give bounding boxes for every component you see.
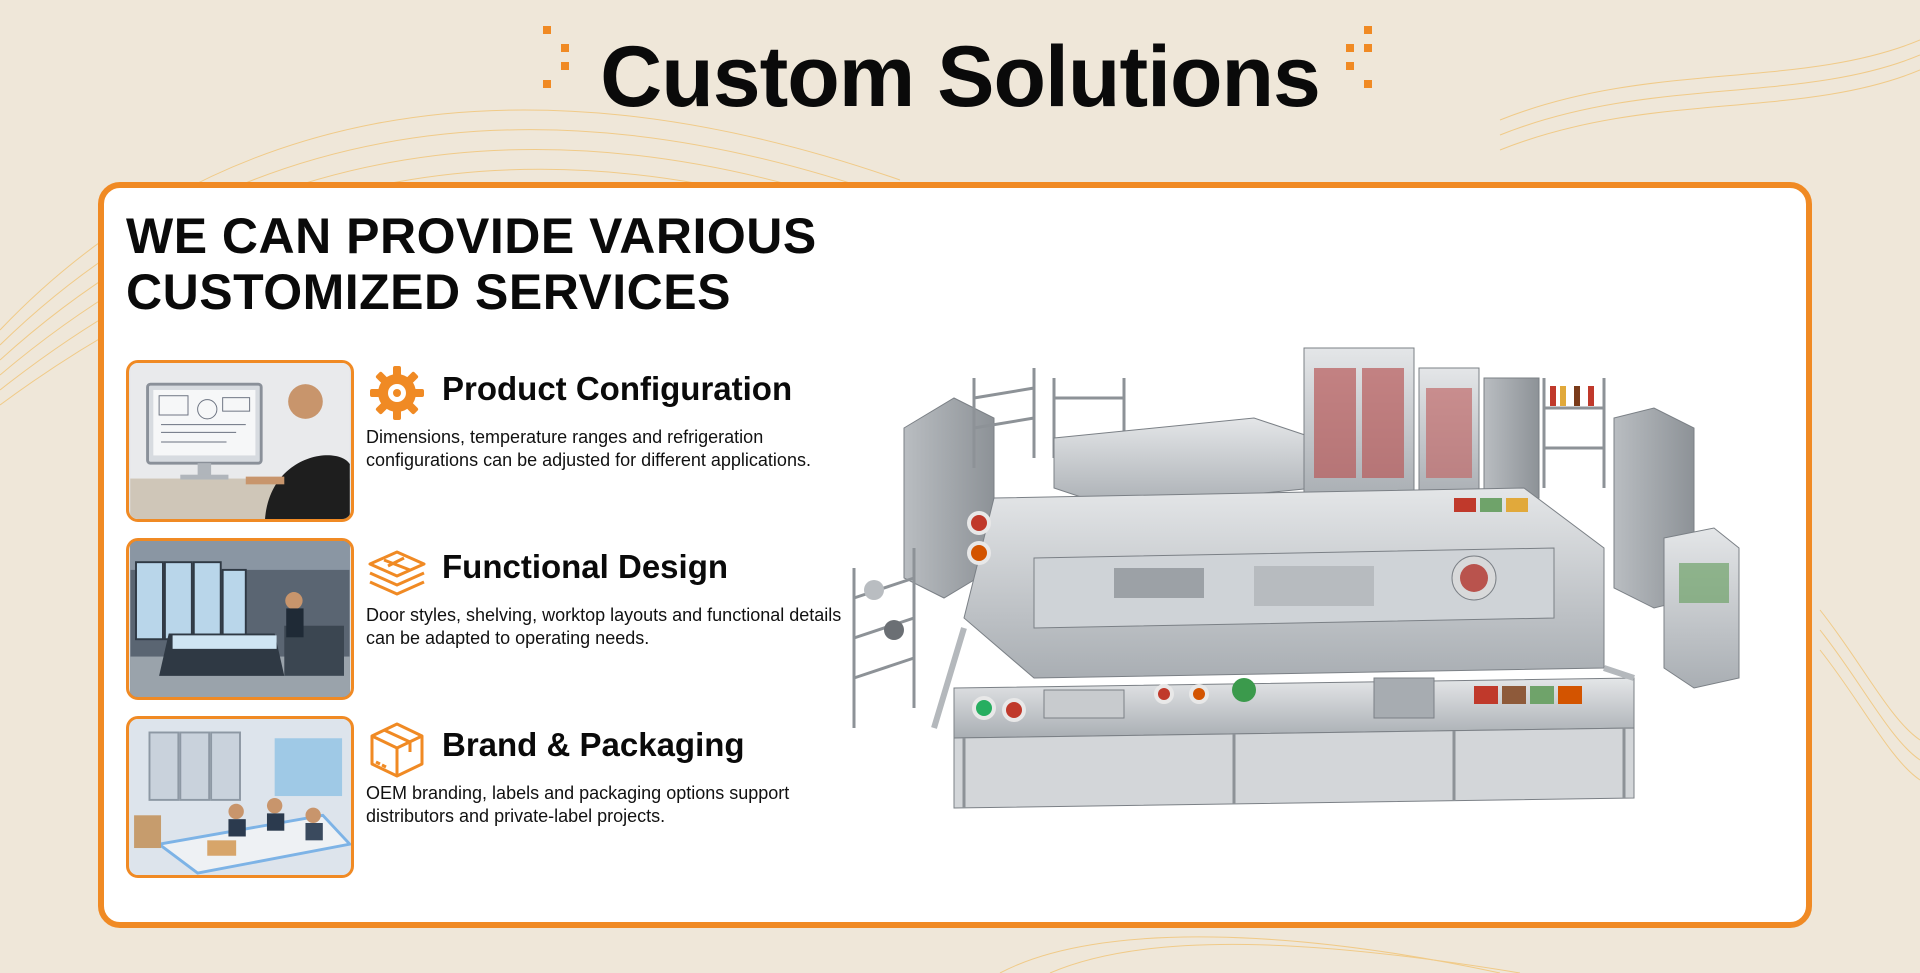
service-description: OEM branding, labels and packaging optio… [366, 783, 790, 826]
layers-icon [366, 540, 428, 602]
gear-icon [366, 362, 428, 424]
service-brand-packaging: Brand & Packaging OEM branding, labels a… [126, 716, 966, 882]
service-title: Product Configuration [442, 370, 793, 407]
service-product-configuration: Product Configuration Dimensions, temper… [126, 360, 966, 526]
services-heading-line-1: WE CAN PROVIDE VARIOUS [126, 208, 817, 264]
service-functional-design: Functional Design Door styles, shelving,… [126, 538, 966, 704]
package-box-icon [366, 718, 428, 780]
services-heading: WE CAN PROVIDE VARIOUS CUSTOMIZED SERVIC… [126, 208, 946, 320]
designer-workstation-photo [126, 360, 354, 522]
page-title: Custom Solutions [600, 29, 1321, 125]
header: Custom Solutions [0, 22, 1920, 125]
showroom-freezers-photo [126, 538, 354, 700]
service-description: Dimensions, temperature ranges and refri… [366, 427, 811, 470]
meeting-room-photo [126, 716, 354, 878]
services-card: WE CAN PROVIDE VARIOUS CUSTOMIZED SERVIC… [98, 182, 1812, 928]
services-heading-line-2: CUSTOMIZED SERVICES [126, 264, 731, 320]
service-description: Door styles, shelving, worktop layouts a… [366, 605, 842, 648]
title-decoration-right [1342, 26, 1372, 88]
title-decoration-left [543, 26, 573, 88]
commercial-kitchen-illustration [834, 338, 1774, 858]
service-title: Functional Design [442, 548, 729, 585]
service-title: Brand & Packaging [442, 726, 745, 763]
